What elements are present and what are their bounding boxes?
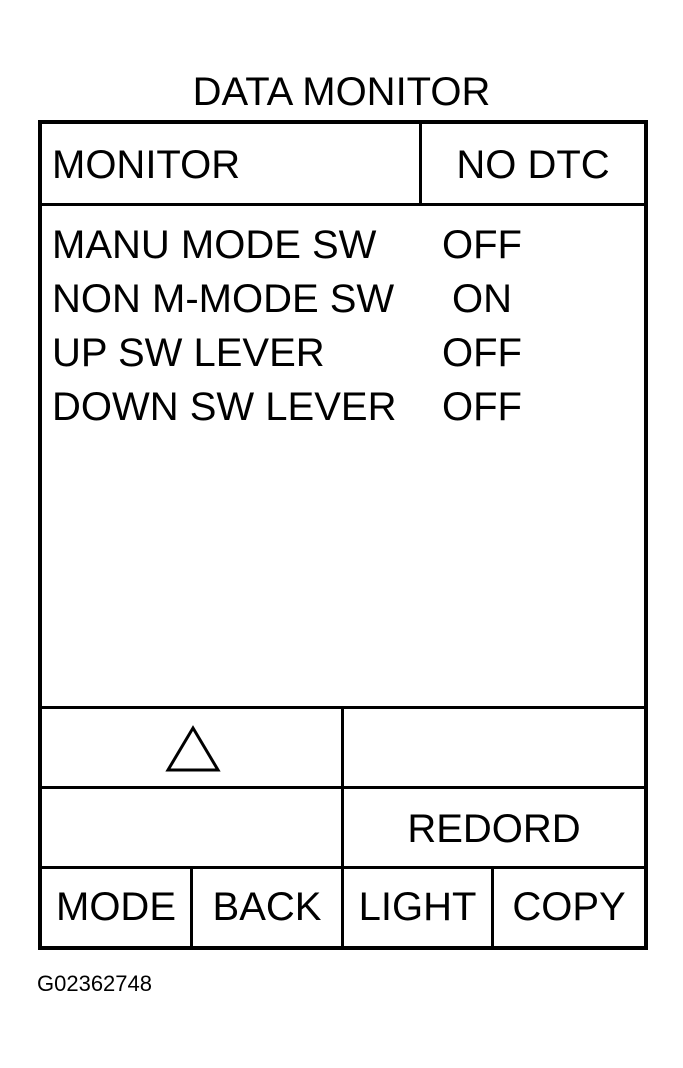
item-value: OFF: [442, 385, 522, 429]
item-label: MANU MODE SW: [52, 223, 377, 267]
item-value: OFF: [442, 223, 522, 267]
back-button[interactable]: BACK: [193, 869, 344, 946]
empty-softkey[interactable]: [42, 789, 344, 866]
empty-softkey[interactable]: [344, 709, 644, 786]
mode-label: MONITOR: [42, 124, 422, 206]
dtc-status: NO DTC: [456, 143, 610, 187]
item-value: ON: [452, 277, 512, 321]
item-label: UP SW LEVER: [52, 331, 325, 375]
screen-header: MONITOR NO DTC: [42, 124, 644, 206]
data-item: DOWN SW LEVER OFF: [52, 380, 522, 434]
item-label: DOWN SW LEVER: [52, 385, 397, 429]
copy-button[interactable]: COPY: [512, 885, 626, 929]
up-triangle-icon: [165, 725, 221, 772]
item-value: OFF: [442, 331, 522, 375]
data-list: MANU MODE SW OFF NON M-MODE SW ON UP SW LE…: [42, 206, 644, 709]
button-row: MODE BACK LIGHT COPY: [42, 869, 644, 946]
scroll-row: [42, 709, 644, 789]
data-item: NON M-MODE SW ON: [52, 272, 512, 326]
monitor-screen: MONITOR NO DTC MANU MODE SW OFF NON M-MOD…: [38, 120, 648, 950]
record-button[interactable]: REDORD: [407, 807, 581, 851]
function-row: REDORD: [42, 789, 644, 869]
data-item: UP SW LEVER OFF: [52, 326, 522, 380]
page-title: DATA MONITOR: [192, 70, 491, 114]
mode-button[interactable]: MODE: [42, 869, 193, 946]
scroll-up-button[interactable]: [42, 709, 344, 786]
light-button[interactable]: LIGHT: [344, 869, 494, 946]
figure-code: G02362748: [37, 971, 152, 996]
item-label: NON M-MODE SW: [52, 277, 395, 321]
data-item: MANU MODE SW OFF: [52, 218, 522, 272]
